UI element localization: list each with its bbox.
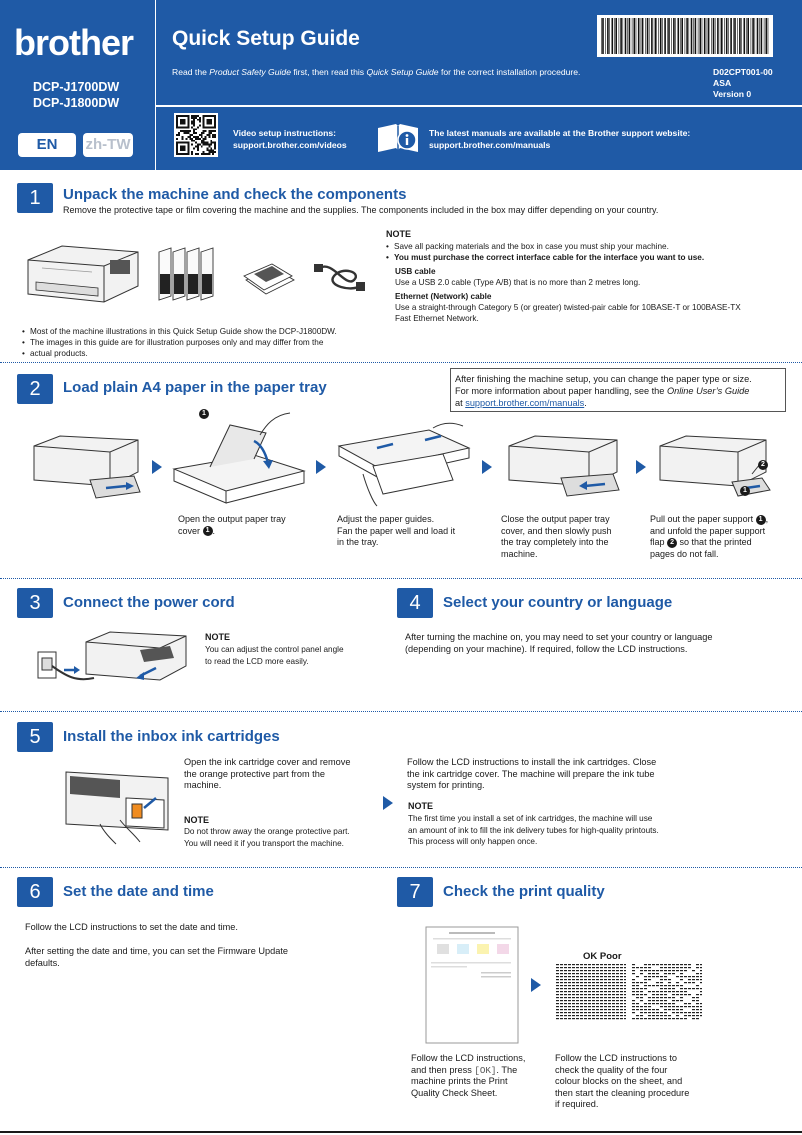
step1-description: Remove the protective tape or film cover… (63, 205, 659, 215)
document-region: ASA (713, 78, 732, 88)
document-code: D02CPT001-00 (713, 67, 773, 77)
marker-1: 1 (199, 408, 209, 420)
step5-note-heading: NOTE (184, 815, 210, 825)
step-title-7: Check the print quality (443, 883, 605, 900)
step2-instruction-3: Close the output paper tray cover, and t… (501, 514, 612, 559)
step-arrow (383, 796, 393, 810)
ink-cartridges-illustration (155, 244, 221, 304)
manuals-info: The latest manuals are available at the … (429, 128, 691, 150)
marker-1: 1 (740, 485, 750, 497)
step3-note-heading: NOTE (205, 632, 231, 642)
step5-instruction-1: Open the ink cartridge cover and remove … (184, 757, 351, 790)
step-title-3: Connect the power cord (63, 594, 235, 611)
print-quality-sheet-illustration (425, 926, 519, 1044)
model-name-2: DCP-J1800DW (33, 96, 120, 110)
step5-note2-heading: NOTE (408, 801, 434, 811)
ethernet-cable-text-2: Fast Ethernet Network. (395, 314, 479, 323)
ok-pattern-illustration (556, 963, 626, 1021)
step-arrow (531, 978, 541, 992)
usb-cable-text: Use a USB 2.0 cable (Type A/B) that is n… (395, 278, 641, 287)
documents-illustration (242, 254, 298, 300)
manual-book-icon (376, 120, 420, 156)
push-tray-illustration (505, 430, 623, 502)
qr-code-icon (174, 113, 218, 157)
ethernet-cable-heading: Ethernet (Network) cable (395, 292, 492, 301)
model-name-1: DCP-J1700DW (33, 80, 120, 94)
ok-poor-label: OK Poor (583, 951, 622, 962)
step-title-2: Load plain A4 paper in the paper tray (63, 379, 327, 396)
step-number-6: 6 (17, 877, 53, 907)
step-number-7: 7 (397, 877, 433, 907)
load-paper-illustration (333, 418, 473, 508)
printer-illustration (22, 238, 144, 308)
step-number-2: 2 (17, 374, 53, 404)
paper-support-illustration (656, 430, 774, 502)
page-title: Quick Setup Guide (172, 27, 360, 50)
step1-note-list: Save all packing materials and the box i… (386, 241, 786, 263)
step5-note2-text: The first time you install a set of ink … (408, 814, 659, 846)
lang-badge-zh-tw: zh-TW (83, 133, 133, 157)
step-title-1: Unpack the machine and check the compone… (63, 186, 407, 203)
intro-text: Read the Product Safety Guide first, the… (172, 67, 581, 77)
step7-instruction-1: Follow the LCD instructions, and then pr… (411, 1053, 526, 1098)
ink-cover-illustration (60, 758, 174, 846)
step3-note-text: You can adjust the control panel angle t… (205, 645, 344, 666)
poor-pattern-illustration (632, 963, 702, 1021)
ethernet-cable-text-1: Use a straight-through Category 5 (or gr… (395, 303, 741, 312)
marker-2: 2 (758, 459, 768, 471)
step1-note-heading: NOTE (386, 229, 412, 239)
header-divider (156, 105, 802, 107)
step-arrow (316, 460, 326, 474)
step2-instruction-1: Open the output paper tray cover 1. (178, 514, 286, 537)
power-cord-illustration (312, 258, 368, 296)
barcode-image (597, 15, 773, 57)
step-title-4: Select your country or language (443, 594, 673, 611)
step-arrow (636, 460, 646, 474)
step5-instruction-2: Follow the LCD instructions to install t… (407, 757, 657, 790)
step4-text: After turning the machine on, you may ne… (405, 632, 713, 654)
paper-info-box: After finishing the machine setup, you c… (450, 368, 786, 412)
manuals-link-box[interactable]: support.brother.com/manuals (465, 398, 585, 408)
step-number-5: 5 (17, 722, 53, 752)
step7-instruction-2: Follow the LCD instructions to check the… (555, 1053, 690, 1109)
manuals-link[interactable]: support.brother.com/manuals (429, 140, 551, 150)
video-setup-info: Video setup instructions: support.brothe… (233, 128, 347, 150)
usb-cable-heading: USB cable (395, 267, 436, 276)
section-divider (0, 578, 802, 579)
printer-tray-out-illustration (30, 430, 142, 502)
step-number-4: 4 (397, 588, 433, 618)
document-version: Version 0 (713, 89, 752, 99)
step6-text-1: Follow the LCD instructions to set the d… (25, 922, 238, 932)
page-bottom-line (0, 1131, 802, 1133)
header-banner: brother DCP-J1700DW DCP-J1800DW EN zh-TW… (0, 0, 802, 170)
video-link[interactable]: support.brother.com/videos (233, 140, 347, 150)
step-number-1: 1 (17, 183, 53, 213)
brand-column: brother DCP-J1700DW DCP-J1800DW EN zh-TW (0, 0, 156, 170)
step1-footnotes: Most of the machine illustrations in thi… (22, 326, 372, 359)
section-divider (0, 867, 802, 868)
section-divider (0, 362, 802, 363)
lang-badge-en: EN (18, 133, 76, 157)
step2-instruction-4: Pull out the paper support 1, and unfold… (650, 514, 769, 559)
step5-note-text: Do not throw away the orange protective … (184, 827, 350, 848)
step-title-6: Set the date and time (63, 883, 214, 900)
section-divider (0, 711, 802, 712)
power-cord-connect-illustration (36, 626, 192, 692)
step-title-5: Install the inbox ink cartridges (63, 728, 280, 745)
step-number-3: 3 (17, 588, 53, 618)
brother-logo: brother (14, 22, 134, 63)
step-arrow (482, 460, 492, 474)
step2-instruction-2: Adjust the paper guides. Fan the paper w… (337, 514, 456, 547)
step-arrow (152, 460, 162, 474)
step6-text-2: After setting the date and time, you can… (25, 946, 289, 968)
open-cover-illustration (170, 405, 308, 509)
